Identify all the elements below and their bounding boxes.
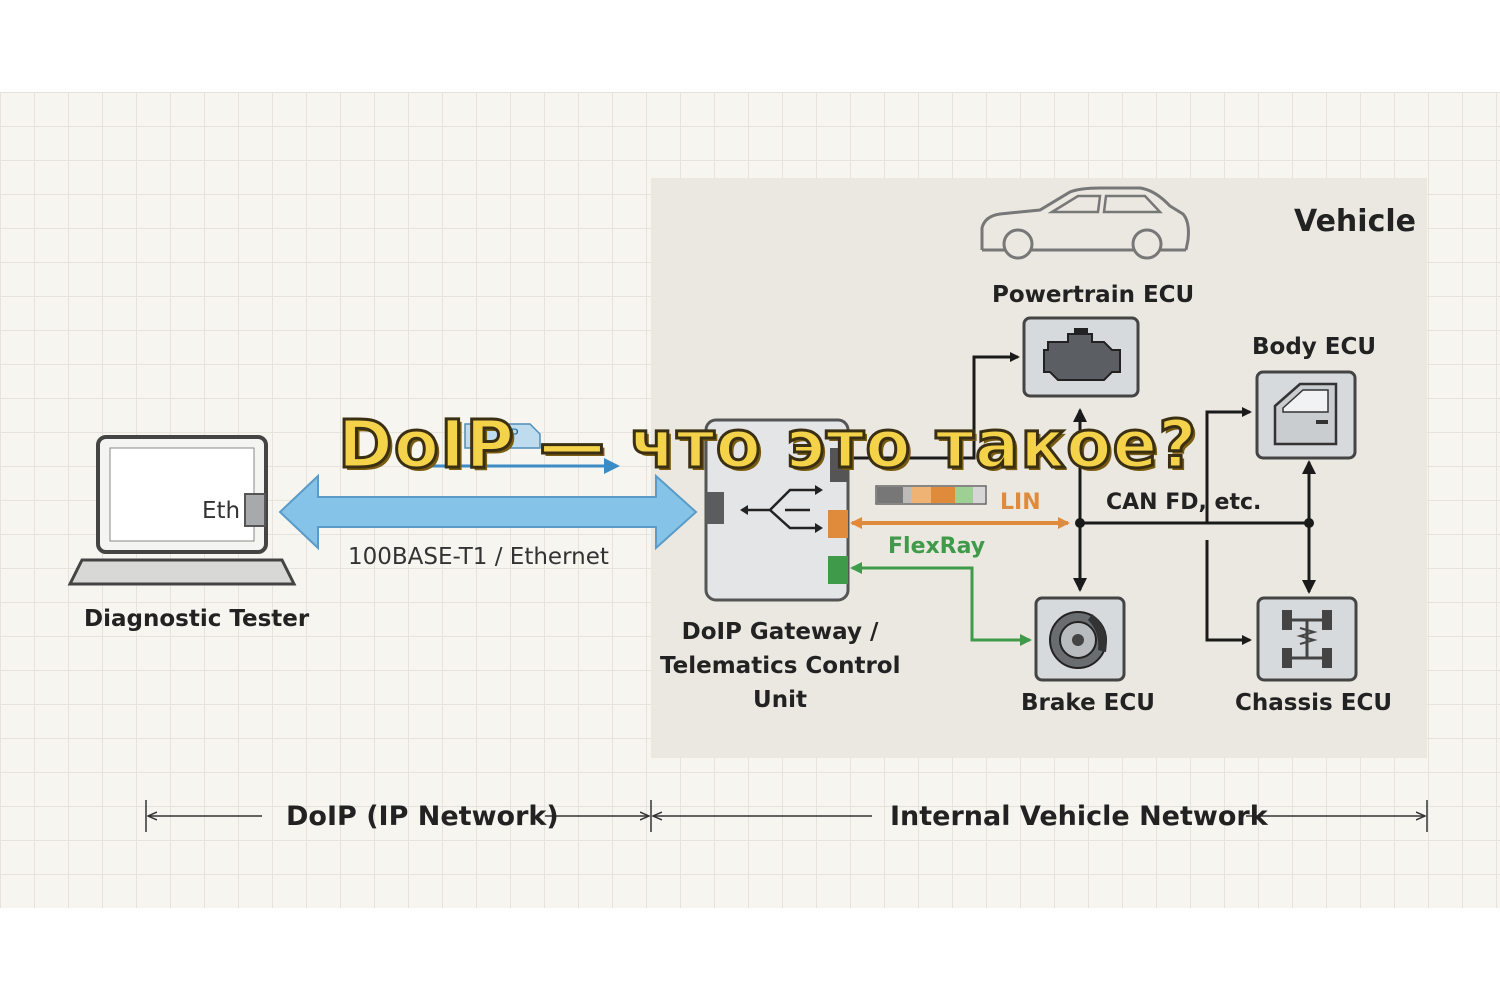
brake-disc-icon xyxy=(1049,611,1107,669)
laptop-icon xyxy=(67,435,297,586)
can-bus-lines xyxy=(1073,407,1316,645)
diagnostic-tester-label: Diagnostic Tester xyxy=(84,606,310,632)
ethernet-port-label: Eth xyxy=(202,498,241,524)
body-ecu-box xyxy=(1255,370,1357,460)
ip-packet-label: IP xyxy=(506,427,519,443)
gateway-label: DoIP Gateway / Telematics Control Unit xyxy=(660,615,901,717)
brake-ecu-box xyxy=(1034,596,1126,682)
ethernet-link-label: 100BASE-T1 / Ethernet xyxy=(348,544,609,570)
engine-icon xyxy=(1043,328,1121,381)
gateway-box xyxy=(704,418,850,602)
lin-bus-label: LIN xyxy=(1000,490,1041,515)
footer-internal-network-label: Internal Vehicle Network xyxy=(890,801,1268,832)
can-bus-label: CAN FD, etc. xyxy=(1106,490,1262,515)
brake-ecu-label: Brake ECU xyxy=(1021,690,1155,716)
car-icon xyxy=(980,186,1190,260)
flexray-bus-label: FlexRay xyxy=(888,534,986,559)
powertrain-ecu-box xyxy=(1022,316,1140,398)
gateway-label-line-3: Unit xyxy=(753,687,807,713)
body-ecu-label: Body ECU xyxy=(1252,334,1377,360)
gateway-label-line-2: Telematics Control xyxy=(660,653,901,679)
gateway-label-line-1: DoIP Gateway / xyxy=(681,619,879,645)
vehicle-label: Vehicle xyxy=(1294,204,1416,239)
ethernet-link-arrow xyxy=(278,473,698,551)
car-door-icon xyxy=(1273,382,1338,446)
ip-packet-icon xyxy=(430,423,620,474)
footer-dimension-lines xyxy=(145,800,1428,832)
chassis-ecu-box xyxy=(1256,596,1358,682)
data-frames-strip xyxy=(875,485,987,505)
footer-doip-network-label: DoIP (IP Network) xyxy=(286,801,559,832)
overlay-title: DoIP — что это такое? xyxy=(337,405,1199,485)
chassis-ecu-label: Chassis ECU xyxy=(1235,690,1393,716)
flexray-arrow xyxy=(850,562,1032,646)
chassis-suspension-icon xyxy=(1282,610,1332,668)
powertrain-ecu-label: Powertrain ECU xyxy=(992,282,1195,308)
powertrain-feed-arrow xyxy=(848,352,1020,460)
